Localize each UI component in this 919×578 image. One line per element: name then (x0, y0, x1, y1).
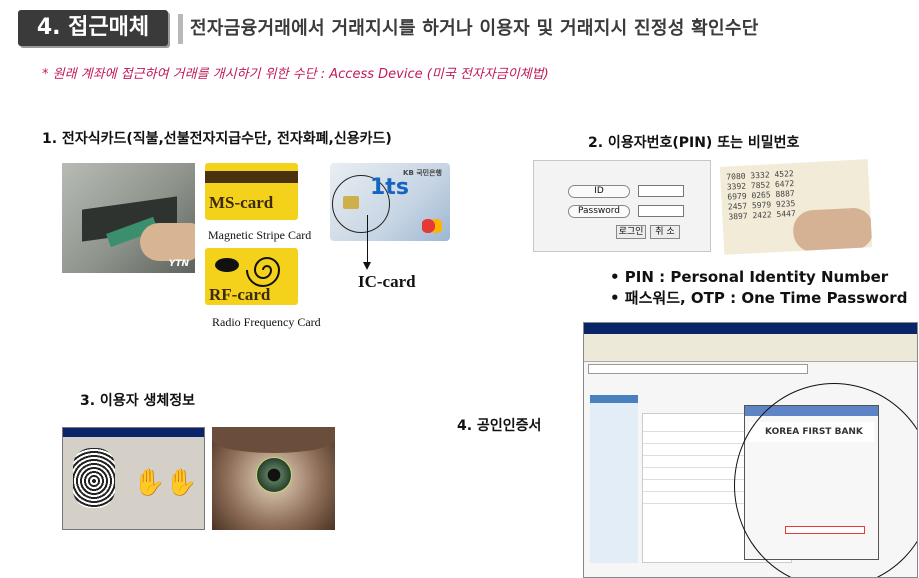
password-input[interactable] (638, 205, 684, 217)
rf-chip (215, 258, 239, 272)
rf-card-caption: Radio Frequency Card (212, 315, 321, 329)
certificate-screenshot: KOREA FIRST BANK (583, 322, 918, 578)
login-button[interactable]: 로그인 (616, 225, 646, 239)
ic-card-brand: 1ts (370, 175, 409, 200)
eyelid-shape (212, 427, 335, 453)
browser-address-bar (588, 364, 808, 374)
pin-number-grid: 7080 3332 4522 3392 7852 6472 6979 0265 … (726, 169, 797, 222)
fingerprint-icon (73, 448, 115, 508)
otp-bullet: • 패스워드, OTP : One Time Password (610, 289, 908, 307)
form-row (643, 460, 791, 468)
id-label: ID (568, 185, 630, 198)
form-row (643, 496, 791, 504)
mastercard-icon (422, 219, 442, 233)
ic-card-label: IC-card (358, 272, 416, 291)
pin-security-card-photo: 7080 3332 4522 3392 7852 6472 6979 0265 … (719, 159, 873, 255)
ms-card-image: MS-card (205, 163, 298, 220)
ic-chip (343, 196, 359, 209)
magnetic-stripe (205, 171, 298, 183)
rf-antenna-icon (246, 257, 281, 287)
form-row (643, 448, 791, 456)
fingerprint-dialog-image: ✋✋ (62, 427, 205, 530)
chip-highlight-circle (332, 175, 390, 233)
ic-arrow-line (367, 215, 368, 265)
ic-card-bank: KB 국민은행 (403, 169, 442, 177)
ms-card-label: MS-card (209, 193, 274, 212)
iris-icon (256, 457, 292, 493)
browser-titlebar (584, 323, 917, 334)
hand-shape (140, 223, 195, 261)
section1-heading: 1. 전자식카드(직불,선불전자지급수단, 전자화폐,신용카드) (42, 131, 392, 147)
ytn-logo: YTN (168, 259, 189, 269)
iris-scan-image (212, 427, 335, 530)
password-label: Password (568, 205, 630, 218)
bank-sidebar (590, 403, 638, 563)
form-row (643, 472, 791, 480)
cancel-button[interactable]: 취 소 (650, 225, 680, 239)
login-form: ID Password 로그인 취 소 (533, 160, 711, 252)
section2-heading: 2. 이용자번호(PIN) 또는 비밀번호 (588, 135, 800, 151)
dialog-titlebar (63, 428, 204, 437)
page-title: 전자금융거래에서 거래지시를 하거나 이용자 및 거래지시 진정성 확인수단 (190, 18, 759, 39)
ic-arrow-head (363, 262, 371, 270)
atm-card-photo: YTN (62, 163, 195, 273)
id-input[interactable] (638, 185, 684, 197)
form-row (643, 484, 791, 492)
section3-heading: 3. 이용자 생체정보 (80, 393, 195, 409)
pin-bullet: • PIN : Personal Identity Number (610, 268, 889, 286)
hands-icon: ✋✋ (133, 468, 198, 498)
form-row (643, 424, 791, 432)
section4-heading: 4. 공인인증서 (457, 418, 542, 434)
finger-shape (792, 207, 873, 254)
title-divider (178, 14, 183, 44)
rf-card-image: RF-card (205, 248, 298, 305)
ms-card-caption: Magnetic Stripe Card (208, 228, 312, 242)
page-subtitle: * 원래 계좌에 접근하여 거래를 개시하기 위한 수단 : Access De… (42, 67, 549, 82)
form-row (643, 436, 791, 444)
highlight-oval (734, 383, 917, 577)
rf-card-label: RF-card (209, 285, 271, 304)
section-badge: 4. 접근매체 (18, 10, 168, 46)
ic-card-image: 1ts KB 국민은행 (330, 163, 450, 241)
browser-toolbar (584, 334, 917, 362)
